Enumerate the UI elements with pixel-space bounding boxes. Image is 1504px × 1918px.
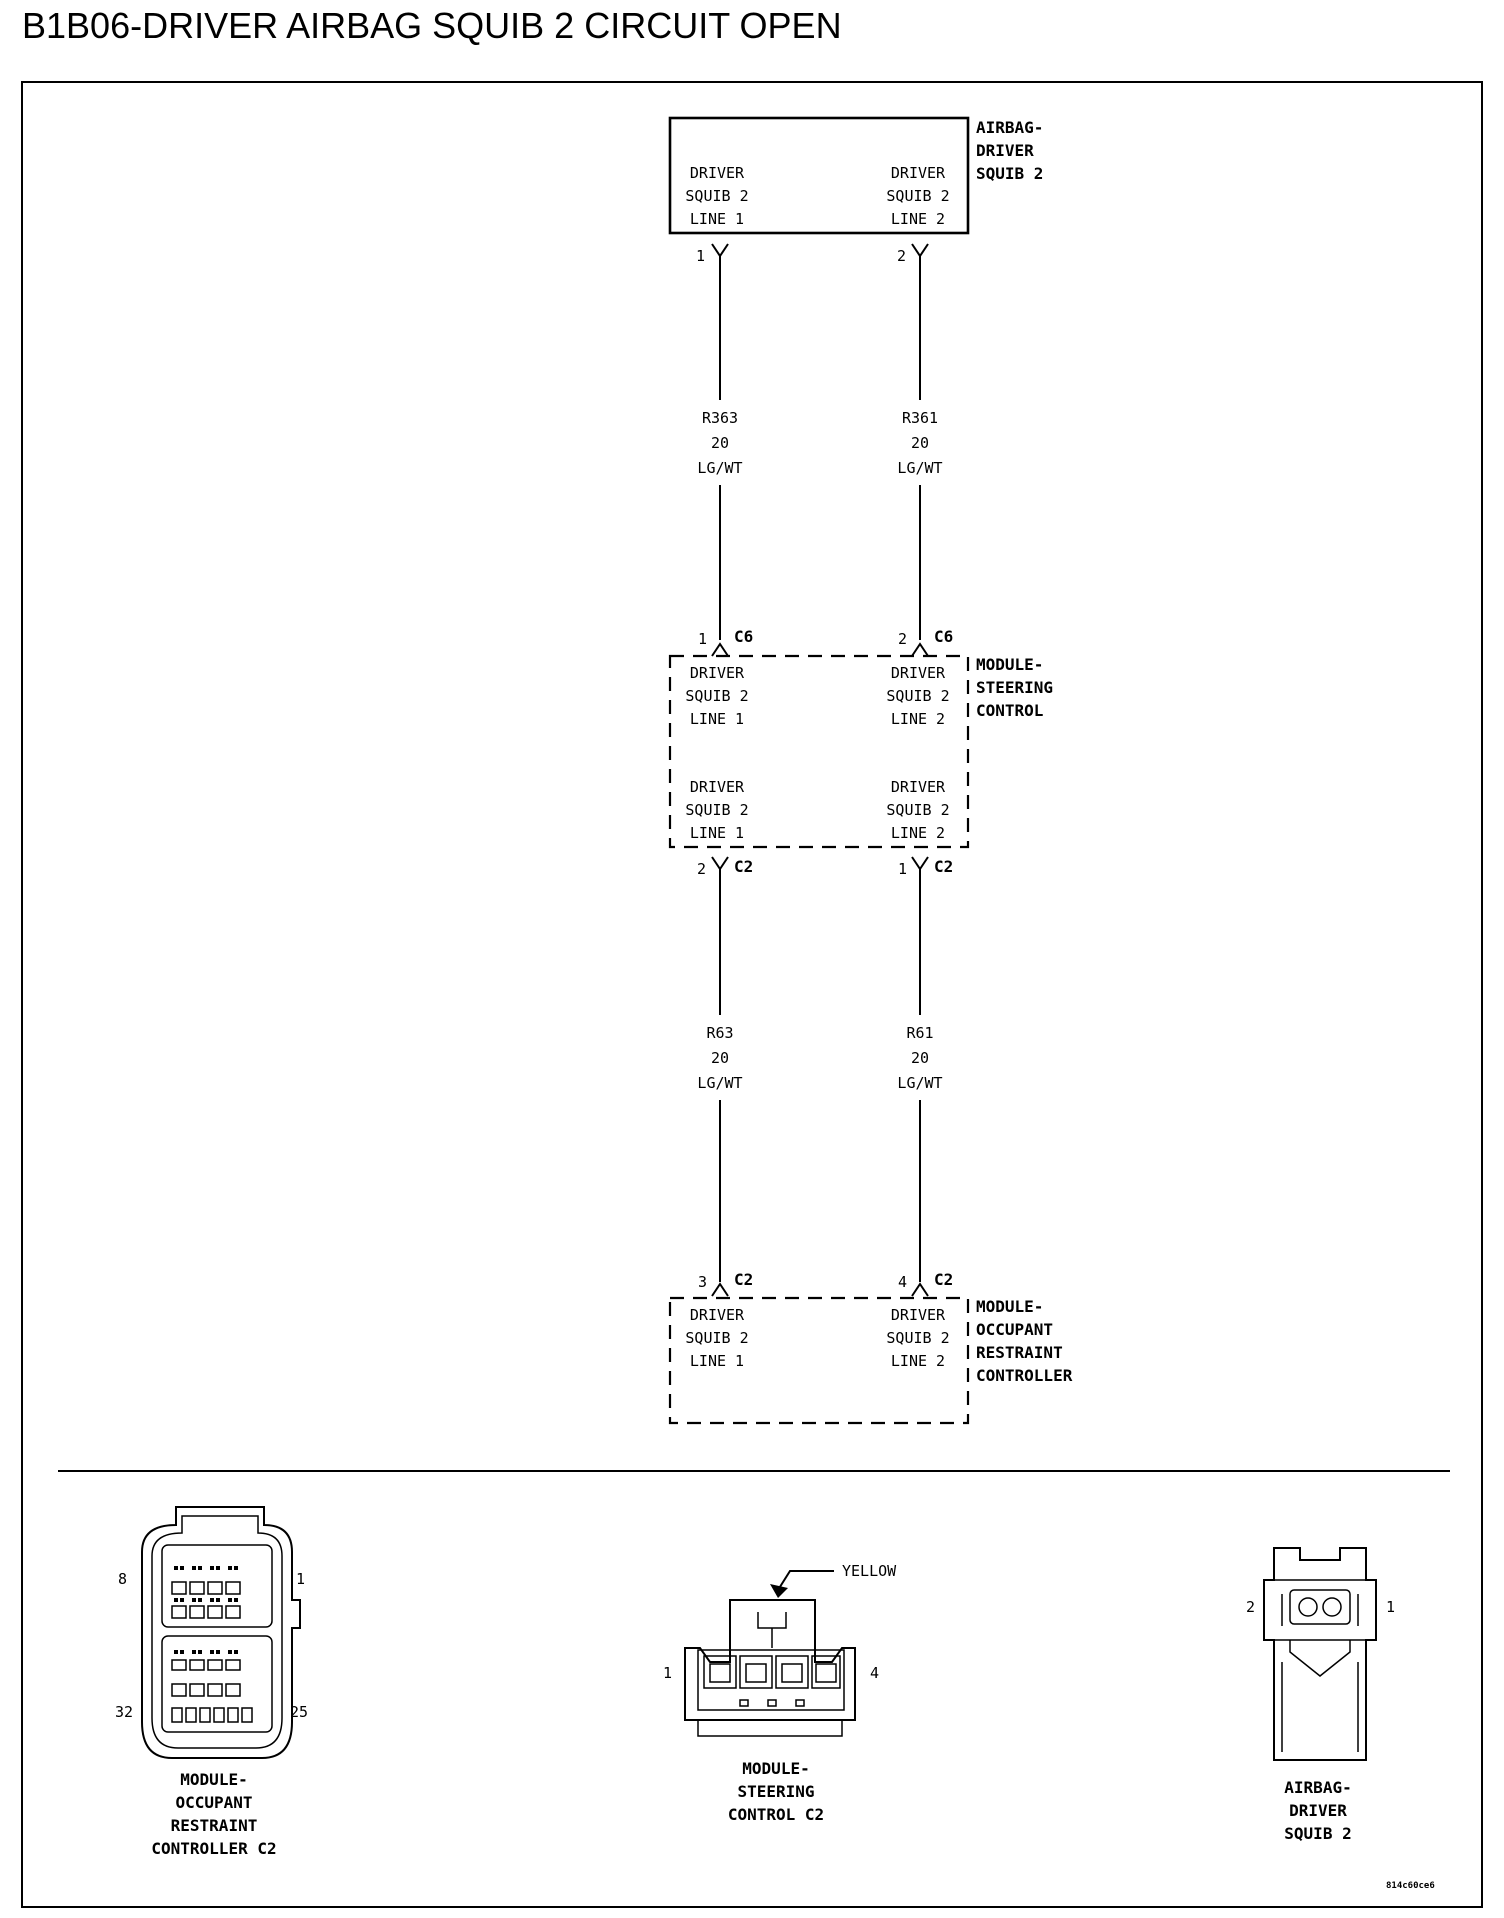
scm-top-right-line-1: DRIVER	[891, 664, 946, 682]
scm-c2-color-label: YELLOW	[842, 1562, 897, 1580]
scm-bottom-right-line-3: LINE 2	[891, 824, 945, 842]
airbag-left-circuit-line-2: SQUIB 2	[685, 187, 748, 205]
orc-right-line-3: LINE 2	[891, 1352, 945, 1370]
airbag-view-pin-2: 2	[1246, 1598, 1255, 1616]
scm-top-right-line-2: SQUIB 2	[886, 687, 949, 705]
airbag-pin-connectors: 1 2	[696, 243, 929, 400]
scm-c2-pin-connectors: 2 C2 1 C2	[697, 856, 953, 1015]
occupant-restraint-controller-component: DRIVER SQUIB 2 LINE 1 DRIVER SQUIB 2 LIN…	[668, 1296, 1073, 1425]
scm-c6-pin-left: 1	[698, 630, 707, 648]
scm-c6-pin-right: 2	[898, 630, 907, 648]
airbag-name-line-2: DRIVER	[976, 141, 1034, 160]
orc-name-line-2: OCCUPANT	[976, 1320, 1053, 1339]
orc-c2-caption-line-1: MODULE-	[180, 1770, 247, 1789]
wire-lower-left-id: R63	[706, 1024, 733, 1042]
orc-c2-pin-right: 4	[898, 1273, 907, 1291]
orc-name-line-4: CONTROLLER	[976, 1366, 1073, 1385]
orc-c2-conn-left: C2	[734, 1270, 753, 1289]
airbag-left-circuit-line-3: LINE 1	[690, 210, 744, 228]
orc-right-line-1: DRIVER	[891, 1306, 946, 1324]
airbag-name-line-1: AIRBAG-	[976, 118, 1043, 137]
upper-wire-labels: R363 20 LG/WT R361 20 LG/WT	[697, 409, 942, 477]
wire-upper-left-gauge: 20	[711, 434, 729, 452]
wire-lower-right-id: R61	[906, 1024, 933, 1042]
wire-upper-right-id: R361	[902, 409, 938, 427]
orc-right-line-2: SQUIB 2	[886, 1329, 949, 1347]
scm-bottom-left-line-3: LINE 1	[690, 824, 744, 842]
airbag-right-circuit-line-1: DRIVER	[891, 164, 946, 182]
airbag-view-pin-1: 1	[1386, 1598, 1395, 1616]
orc-name-line-3: RESTRAINT	[976, 1343, 1063, 1362]
scm-c2-view-pin-1: 1	[663, 1664, 672, 1682]
orc-c2-pin-left: 3	[698, 1273, 707, 1291]
scm-top-left-line-3: LINE 1	[690, 710, 744, 728]
airbag-right-circuit-line-2: SQUIB 2	[886, 187, 949, 205]
scm-c2-caption-line-2: STEERING	[737, 1782, 814, 1801]
orc-c2-conn-right: C2	[934, 1270, 953, 1289]
airbag-pin-left: 1	[696, 247, 705, 265]
orc-left-line-1: DRIVER	[690, 1306, 745, 1324]
airbag-driver-squib-component: DRIVER SQUIB 2 LINE 1 DRIVER SQUIB 2 LIN…	[668, 116, 1043, 235]
wire-upper-right-gauge: 20	[911, 434, 929, 452]
wire-lower-left-gauge: 20	[711, 1049, 729, 1067]
scm-c2-connector-view: YELLOW 1 4 MODULE- STEERING CONTROL C2	[663, 1562, 897, 1824]
steering-control-module-component: DRIVER SQUIB 2 LINE 1 DRIVER SQUIB 2 LIN…	[668, 654, 1053, 849]
airbag-view-caption-line-1: AIRBAG-	[1284, 1778, 1351, 1797]
wire-upper-left-id: R363	[702, 409, 738, 427]
scm-top-right-line-3: LINE 2	[891, 710, 945, 728]
wire-lower-right-gauge: 20	[911, 1049, 929, 1067]
scm-c6-conn-left: C6	[734, 627, 753, 646]
scm-name-line-3: CONTROL	[976, 701, 1043, 720]
airbag-view-caption-line-3: SQUIB 2	[1284, 1824, 1351, 1843]
scm-c6-conn-right: C6	[934, 627, 953, 646]
scm-bottom-left-line-1: DRIVER	[690, 778, 745, 796]
scm-c2-view-pin-4: 4	[870, 1664, 879, 1682]
orc-c2-view-pin-1: 1	[296, 1570, 305, 1588]
airbag-right-circuit-line-3: LINE 2	[891, 210, 945, 228]
orc-left-line-3: LINE 1	[690, 1352, 744, 1370]
orc-c2-connector-view: 8 1 32 25 MODULE- OCCUPANT RESTRAINT CON…	[115, 1506, 308, 1858]
orc-c2-caption-line-2: OCCUPANT	[175, 1793, 252, 1812]
wire-upper-left-color: LG/WT	[697, 459, 742, 477]
orc-c2-view-pin-32: 32	[115, 1703, 133, 1721]
airbag-left-circuit-line-1: DRIVER	[690, 164, 745, 182]
scm-c6-pin-connectors: 1 C6 2 C6	[698, 627, 953, 657]
scm-c2-conn-right: C2	[934, 857, 953, 876]
orc-c2-pin-connectors: 3 C2 4 C2	[698, 1270, 953, 1297]
orc-c2-caption-line-4: CONTROLLER C2	[151, 1839, 276, 1858]
scm-c2-caption-line-3: CONTROL C2	[728, 1805, 824, 1824]
scm-c2-conn-left: C2	[734, 857, 753, 876]
orc-c2-view-pin-8: 8	[118, 1570, 127, 1588]
airbag-pin-right: 2	[897, 247, 906, 265]
orc-c2-caption-line-3: RESTRAINT	[171, 1816, 258, 1835]
scm-c2-caption-line-1: MODULE-	[742, 1759, 809, 1778]
orc-name-line-1: MODULE-	[976, 1297, 1043, 1316]
diagram-frame	[21, 81, 1483, 1908]
airbag-name-line-3: SQUIB 2	[976, 164, 1043, 183]
lower-wire-labels: R63 20 LG/WT R61 20 LG/WT	[697, 1024, 942, 1092]
scm-bottom-right-line-1: DRIVER	[891, 778, 946, 796]
wire-lower-right-color: LG/WT	[897, 1074, 942, 1092]
figure-id: 814c60ce6	[1386, 1881, 1435, 1891]
wire-upper-right-color: LG/WT	[897, 459, 942, 477]
page-title: B1B06-DRIVER AIRBAG SQUIB 2 CIRCUIT OPEN	[22, 5, 842, 46]
scm-top-left-line-2: SQUIB 2	[685, 687, 748, 705]
scm-name-line-1: MODULE-	[976, 655, 1043, 674]
scm-name-line-2: STEERING	[976, 678, 1053, 697]
wire-lower-left-color: LG/WT	[697, 1074, 742, 1092]
scm-top-left-line-1: DRIVER	[690, 664, 745, 682]
scm-c2-pin-right: 1	[898, 860, 907, 878]
orc-left-line-2: SQUIB 2	[685, 1329, 748, 1347]
scm-bottom-left-line-2: SQUIB 2	[685, 801, 748, 819]
scm-c2-pin-left: 2	[697, 860, 706, 878]
orc-c2-view-pin-25: 25	[290, 1703, 308, 1721]
airbag-view-caption-line-2: DRIVER	[1289, 1801, 1347, 1820]
scm-bottom-right-line-2: SQUIB 2	[886, 801, 949, 819]
airbag-connector-view: 2 1 AIRBAG- DRIVER SQUIB 2	[1246, 1547, 1395, 1843]
